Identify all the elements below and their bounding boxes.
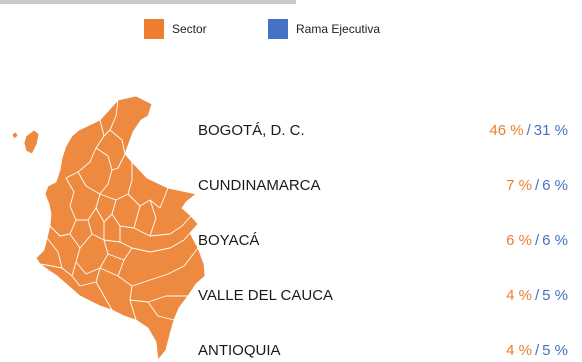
map-border-line: [129, 295, 188, 303]
map-border-line: [65, 119, 105, 179]
legend-label-rama-ejecutiva: Rama Ejecutiva: [296, 22, 381, 36]
map-border-line: [39, 263, 63, 269]
value-separator: /: [534, 342, 540, 359]
map-shapes: [11, 96, 206, 360]
map-border-line: [75, 239, 109, 275]
rama-ejecutiva-value: 31 %: [533, 122, 568, 139]
map-island-small: [11, 131, 19, 140]
legend-swatch-rama-ejecutiva: [268, 19, 288, 39]
map-border-line: [131, 232, 191, 253]
map-border-line: [103, 99, 119, 137]
map-border-line: [111, 153, 126, 171]
department-name: CUNDINAMARCA: [198, 177, 321, 194]
value-separator: /: [534, 177, 540, 194]
colombia-map: [0, 96, 215, 360]
department-name: ANTIOQUIA: [198, 342, 281, 359]
map-island-san-andres: [23, 129, 40, 155]
map-border-line: [109, 129, 126, 155]
value-separator: /: [534, 287, 540, 304]
rama-ejecutiva-value: 5 %: [542, 287, 568, 304]
map-border-line: [76, 171, 101, 221]
department-row: VALLE DEL CAUCA 4 %/5 %: [198, 285, 568, 307]
department-values: 7 %/6 %: [506, 177, 568, 194]
department-name: BOGOTÁ, D. C.: [198, 122, 305, 139]
department-values: 46 %/31 %: [489, 122, 568, 139]
department-name: BOYACÁ: [198, 232, 260, 249]
department-row: CUNDINAMARCA 7 %/6 %: [198, 175, 568, 197]
map-border-line: [147, 301, 175, 321]
sector-value: 46 %: [489, 122, 524, 139]
department-name: VALLE DEL CAUCA: [198, 287, 334, 304]
sector-value: 6 %: [506, 232, 532, 249]
legend-swatch-sector: [144, 19, 164, 39]
map-border-line: [95, 281, 113, 311]
map-border-line: [149, 199, 157, 237]
department-values: 4 %/5 %: [506, 342, 568, 359]
department-values: 4 %/5 %: [506, 287, 568, 304]
map-department-borders: [39, 99, 199, 321]
legend-label-sector: Sector: [172, 22, 207, 36]
rama-ejecutiva-value: 5 %: [542, 342, 568, 359]
value-separator: /: [526, 122, 531, 139]
department-values: 6 %/6 %: [506, 232, 568, 249]
map-border-line: [87, 219, 105, 241]
rama-ejecutiva-value: 6 %: [542, 232, 568, 249]
map-border-line: [107, 241, 133, 261]
map-border-line: [133, 215, 192, 237]
top-divider-strip: [0, 0, 296, 4]
map-border-line: [49, 225, 71, 237]
value-separator: /: [534, 232, 540, 249]
map-border-line: [65, 177, 77, 235]
department-row: BOYACÁ 6 %/6 %: [198, 230, 568, 252]
department-row: BOGOTÁ, D. C. 46 %/31 %: [198, 120, 568, 142]
department-row: ANTIOQUIA 4 %/5 %: [198, 340, 568, 362]
rama-ejecutiva-value: 6 %: [542, 177, 568, 194]
colombia-map-svg: [11, 96, 206, 360]
sector-value: 4 %: [506, 287, 532, 304]
map-border-line: [71, 267, 101, 287]
map-border-line: [117, 247, 199, 287]
sector-value: 4 %: [506, 342, 532, 359]
sector-value: 7 %: [506, 177, 532, 194]
